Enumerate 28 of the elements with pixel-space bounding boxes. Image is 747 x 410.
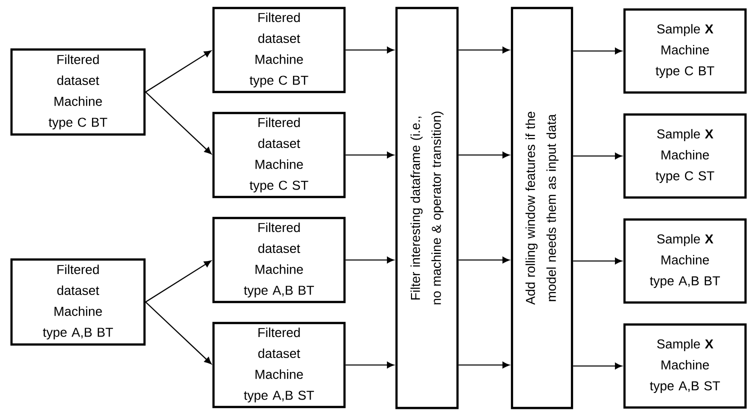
arrow	[458, 152, 510, 158]
arrow	[346, 46, 394, 54]
source-box: Filtered dataset Machine type A,B BT	[10, 258, 146, 346]
arrow	[346, 152, 394, 158]
sample-box: Sample X Machine type A,B ST	[623, 323, 747, 409]
sample-box: Sample X Machine type A,B BT	[623, 218, 747, 304]
dataset-box: Filtered dataset Machine type A,B BT	[212, 216, 346, 304]
dataset-box: Filtered dataset Machine type C ST	[212, 112, 346, 198]
arrow	[458, 46, 510, 54]
dataset-box: Filtered dataset Machine type A,B ST	[212, 322, 346, 408]
sample-box: Sample X Machine type C ST	[623, 113, 747, 199]
sample-box: Sample X Machine type C BT	[623, 8, 747, 94]
arrow	[573, 152, 622, 160]
arrow	[145, 302, 212, 364]
arrow	[346, 256, 394, 264]
source-box: Filtered dataset Machine type C BT	[10, 48, 146, 136]
arrow	[145, 50, 212, 92]
dataset-box: Filtered dataset Machine type C BT	[212, 6, 346, 94]
arrow	[458, 362, 510, 368]
arrow	[573, 48, 622, 54]
process-bar: Add rolling window features if the model needs them as input data	[510, 6, 574, 410]
process-bar: Filter interesting dataframe (i.e., no machine & operator transition)	[395, 6, 459, 410]
arrow	[573, 362, 622, 370]
arrow	[458, 256, 510, 264]
arrow	[346, 362, 394, 368]
arrow	[145, 260, 212, 302]
arrow	[145, 92, 212, 154]
arrow	[573, 258, 622, 264]
